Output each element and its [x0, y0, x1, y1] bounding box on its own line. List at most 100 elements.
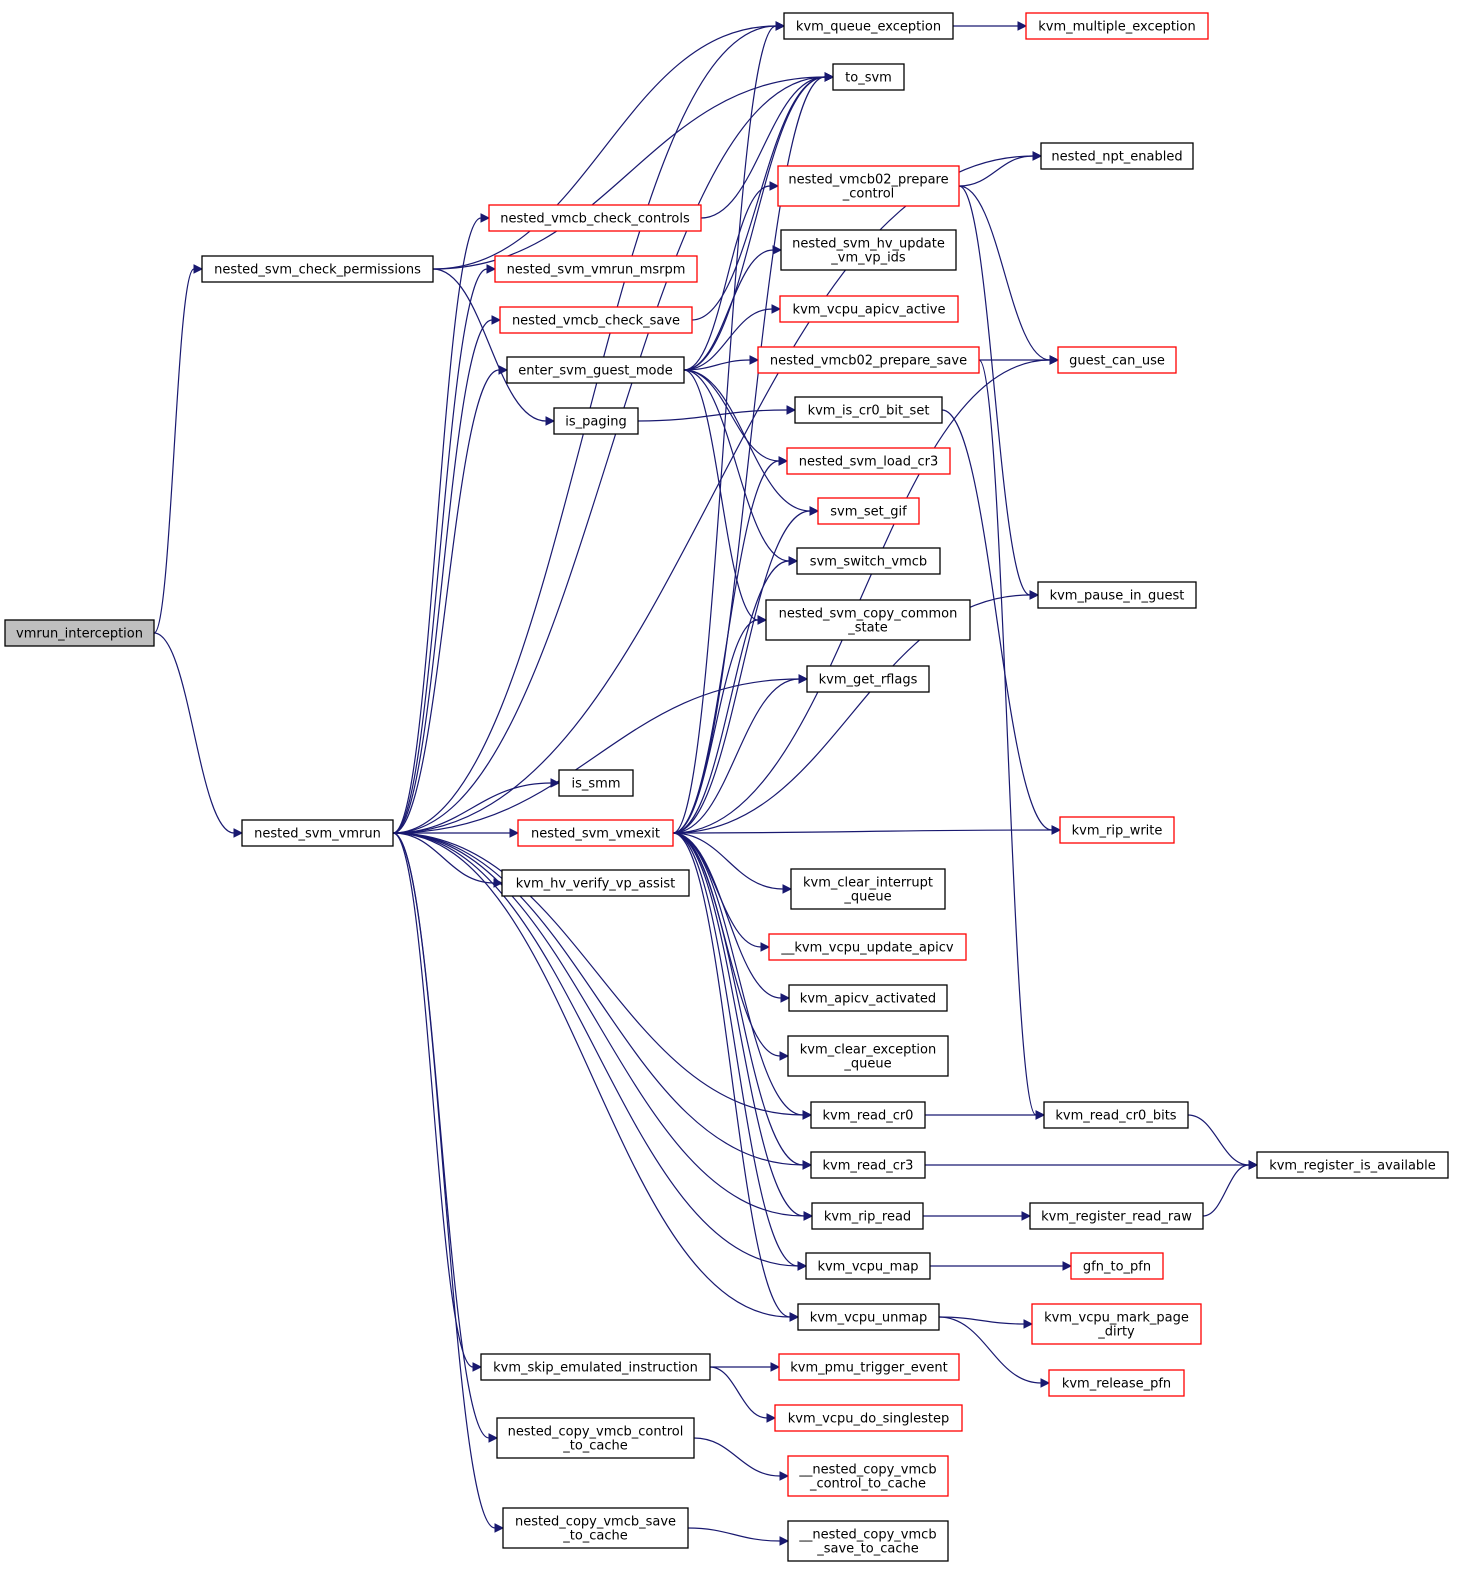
node-box — [1037, 581, 1197, 609]
node-kvm-rip-write[interactable]: kvm_rip_write — [1059, 816, 1175, 844]
node-enter-svm-guest-mode[interactable]: enter_svm_guest_mode — [506, 356, 685, 384]
arrowhead — [803, 1211, 814, 1221]
node-box — [501, 869, 690, 897]
node-kvm-clear-interrupt-queue[interactable]: kvm_clear_interrupt_queue — [790, 868, 946, 910]
edge-nested-svm-vmrun-to-to-svm — [392, 76, 826, 834]
edge-enter-svm-guest-mode-to-kvm-vcpu-apicv-active — [683, 308, 773, 371]
node-nested-svm-check-permissions[interactable]: nested_svm_check_permissions — [201, 255, 434, 283]
node-box — [811, 1202, 924, 1230]
edge-nested-svm-vmexit-to-svm-set-gif — [672, 510, 811, 834]
edge-nested-svm-vmrun-to-kvm-read-cr0 — [392, 832, 804, 1116]
node-box — [788, 984, 948, 1012]
node-nested-copy-vmcb-save-to-cache[interactable]: __nested_copy_vmcb_save_to_cache — [787, 1520, 949, 1562]
node-nested-svm-hv-update-vm-vp-ids[interactable]: nested_svm_hv_update_vm_vp_ids — [780, 229, 957, 271]
node-kvm-clear-exception-queue[interactable]: kvm_clear_exception_queue — [787, 1035, 949, 1077]
node-label: kvm_queue_exception — [796, 20, 941, 35]
node-nested-svm-vmrun[interactable]: nested_svm_vmrun — [241, 819, 394, 847]
node-label: nested_copy_vmcb_save — [515, 1515, 676, 1530]
node-label: kvm_hv_verify_vp_assist — [516, 877, 675, 892]
node-kvm-register-read-raw[interactable]: kvm_register_read_raw — [1029, 1202, 1204, 1230]
node-kvm-vcpu-mark-page-dirty[interactable]: kvm_vcpu_mark_page_dirty — [1031, 1303, 1202, 1345]
node-kvm-register-is-available[interactable]: kvm_register_is_available — [1256, 1151, 1449, 1179]
node-is-paging[interactable]: is_paging — [553, 407, 639, 435]
node-kvm-vcpu-update-apicv[interactable]: __kvm_vcpu_update_apicv — [768, 933, 967, 961]
node-kvm-vcpu-do-singlestep[interactable]: kvm_vcpu_do_singlestep — [774, 1404, 963, 1432]
node-nested-copy-vmcb-control-to-cache[interactable]: __nested_copy_vmcb_control_to_cache — [787, 1455, 949, 1497]
node-label: _save_to_cache — [816, 1542, 918, 1557]
edge-nested-svm-check-permissions-to-is-paging — [432, 268, 547, 422]
node-label: kvm_pause_in_guest — [1050, 589, 1185, 604]
node-label: nested_svm_load_cr3 — [799, 455, 939, 470]
node-box — [787, 1035, 949, 1077]
arrowhead — [1032, 151, 1043, 161]
node-kvm-vcpu-apicv-active[interactable]: kvm_vcpu_apicv_active — [779, 295, 959, 323]
arrowhead — [797, 1261, 808, 1271]
node-kvm-apicv-activated[interactable]: kvm_apicv_activated — [788, 984, 948, 1012]
node-box — [783, 12, 954, 40]
node-kvm-read-cr0[interactable]: kvm_read_cr0 — [810, 1101, 926, 1129]
node-label: kvm_vcpu_map — [817, 1260, 918, 1275]
node-kvm-vcpu-unmap[interactable]: kvm_vcpu_unmap — [797, 1303, 940, 1331]
node-svm-set-gif[interactable]: svm_set_gif — [817, 497, 920, 525]
node-gfn-to-pfn[interactable]: gfn_to_pfn — [1070, 1252, 1164, 1280]
node-kvm-skip-emulated-instruction[interactable]: kvm_skip_emulated_instruction — [480, 1353, 711, 1381]
node-nested-vmcb02-prepare-control[interactable]: nested_vmcb02_prepare_control — [777, 165, 960, 207]
edge-nested-svm-vmexit-to-nested-svm-load-cr3 — [672, 460, 780, 834]
node-box — [810, 1151, 926, 1179]
edge-nested-svm-vmexit-to-kvm-rip-write — [672, 829, 1053, 834]
node-nested-svm-load-cr3[interactable]: nested_svm_load_cr3 — [786, 447, 951, 475]
node-box — [778, 1353, 960, 1381]
edge-enter-svm-guest-mode-to-nested-svm-copy-common-state — [683, 369, 759, 621]
node-label: kvm_vcpu_apicv_active — [793, 303, 946, 318]
edge-kvm-skip-emulated-instruction-to-kvm-vcpu-do-singlestep — [709, 1366, 768, 1419]
node-to-svm[interactable]: to_svm — [832, 63, 905, 91]
node-label: __nested_copy_vmcb — [798, 1528, 936, 1543]
node-kvm-is-cr0-bit-set[interactable]: kvm_is_cr0_bit_set — [794, 396, 943, 424]
node-nested-svm-vmrun-msrpm[interactable]: nested_svm_vmrun_msrpm — [494, 255, 698, 283]
node-is-smm[interactable]: is_smm — [558, 769, 634, 797]
node-box — [506, 356, 685, 384]
node-nested-svm-vmexit[interactable]: nested_svm_vmexit — [517, 819, 674, 847]
node-guest-can-use[interactable]: guest_can_use — [1057, 346, 1177, 374]
node-nested-vmcb-check-save[interactable]: nested_vmcb_check_save — [499, 306, 693, 334]
node-vmrun-interception[interactable]: vmrun_interception — [4, 619, 155, 647]
node-svm-switch-vmcb[interactable]: svm_switch_vmcb — [796, 547, 941, 575]
edge-nested-copy-vmcb-control-to-cache-to-nested-copy-vmcb-control-to-cache — [693, 1437, 781, 1477]
edge-enter-svm-guest-mode-to-nested-vmcb02-prepare-save — [683, 359, 751, 371]
node-kvm-vcpu-map[interactable]: kvm_vcpu_map — [805, 1252, 931, 1280]
node-kvm-get-rflags[interactable]: kvm_get_rflags — [806, 665, 930, 693]
node-nested-copy-vmcb-control-to-cache[interactable]: nested_copy_vmcb_control_to_cache — [496, 1417, 695, 1459]
edge-nested-svm-vmexit-to-kvm-read-cr0 — [672, 832, 804, 1116]
node-kvm-read-cr0-bits[interactable]: kvm_read_cr0_bits — [1043, 1101, 1189, 1129]
node-box — [494, 255, 698, 283]
node-nested-svm-copy-common-state[interactable]: nested_svm_copy_common_state — [765, 599, 971, 641]
node-box — [796, 547, 941, 575]
node-kvm-hv-verify-vp-assist[interactable]: kvm_hv_verify_vp_assist — [501, 869, 690, 897]
node-box — [1043, 1101, 1189, 1129]
node-box — [810, 1101, 926, 1129]
node-box — [787, 1455, 949, 1497]
node-kvm-multiple-exception[interactable]: kvm_multiple_exception — [1025, 12, 1209, 40]
arrowhead — [824, 72, 835, 82]
node-kvm-rip-read[interactable]: kvm_rip_read — [811, 1202, 924, 1230]
node-label: _control — [842, 187, 895, 202]
node-nested-copy-vmcb-save-to-cache[interactable]: nested_copy_vmcb_save_to_cache — [502, 1507, 689, 1549]
node-kvm-release-pfn[interactable]: kvm_release_pfn — [1048, 1369, 1185, 1397]
node-kvm-read-cr3[interactable]: kvm_read_cr3 — [810, 1151, 926, 1179]
node-kvm-queue-exception[interactable]: kvm_queue_exception — [783, 12, 954, 40]
node-kvm-pause-in-guest[interactable]: kvm_pause_in_guest — [1037, 581, 1197, 609]
node-nested-vmcb-check-controls[interactable]: nested_vmcb_check_controls — [488, 204, 702, 232]
node-label: kvm_release_pfn — [1062, 1377, 1171, 1392]
node-label: to_svm — [845, 71, 892, 86]
edge-nested-vmcb02-prepare-control-to-nested-npt-enabled — [958, 155, 1034, 187]
edge-enter-svm-guest-mode-to-nested-vmcb02-prepare-control — [683, 185, 771, 371]
node-label: kvm_clear_interrupt — [803, 876, 933, 891]
arrowhead — [780, 993, 791, 1003]
node-kvm-pmu-trigger-event[interactable]: kvm_pmu_trigger_event — [778, 1353, 960, 1381]
node-label: kvm_clear_exception — [800, 1043, 937, 1058]
node-box — [517, 819, 674, 847]
node-box — [787, 1520, 949, 1562]
arrowhead — [491, 315, 502, 325]
node-nested-vmcb02-prepare-save[interactable]: nested_vmcb02_prepare_save — [757, 346, 980, 374]
node-nested-npt-enabled[interactable]: nested_npt_enabled — [1040, 142, 1194, 170]
